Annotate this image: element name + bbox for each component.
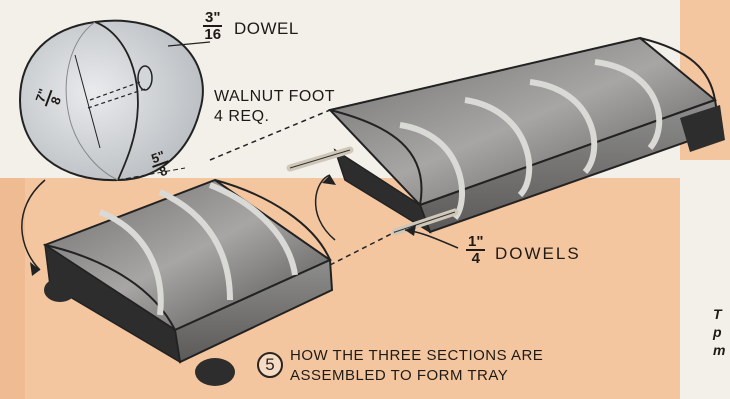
- caption-line-1: HOW THE THREE SECTIONS ARE: [290, 347, 543, 364]
- side-caption-line-1: T: [713, 305, 725, 323]
- dowels-label: DOWELS: [495, 244, 581, 264]
- fraction-numerator: 3": [203, 10, 222, 27]
- paper-strip: [680, 160, 730, 399]
- width-denominator: 8: [158, 164, 169, 179]
- height-denominator: 8: [48, 95, 63, 106]
- dowel-1-4-fraction: 1" 4: [466, 234, 485, 266]
- dowel-3-16-fraction: 3" 16: [203, 10, 222, 42]
- side-caption-line-2: p: [713, 323, 725, 341]
- walnut-quantity-label: 4 REQ.: [214, 108, 269, 126]
- dowel-fraction-numerator: 1": [466, 234, 485, 251]
- fraction-denominator: 16: [204, 27, 221, 42]
- caption-line-2: ASSEMBLED TO FORM TRAY: [290, 367, 508, 384]
- step-number-badge: 5: [257, 352, 283, 378]
- dowel-fraction-denominator: 4: [472, 251, 480, 266]
- side-caption-line-3: m: [713, 341, 725, 359]
- side-caption: T p m: [713, 305, 725, 359]
- dowel-label: DOWEL: [234, 19, 299, 39]
- walnut-foot-label: WALNUT FOOT: [214, 88, 335, 106]
